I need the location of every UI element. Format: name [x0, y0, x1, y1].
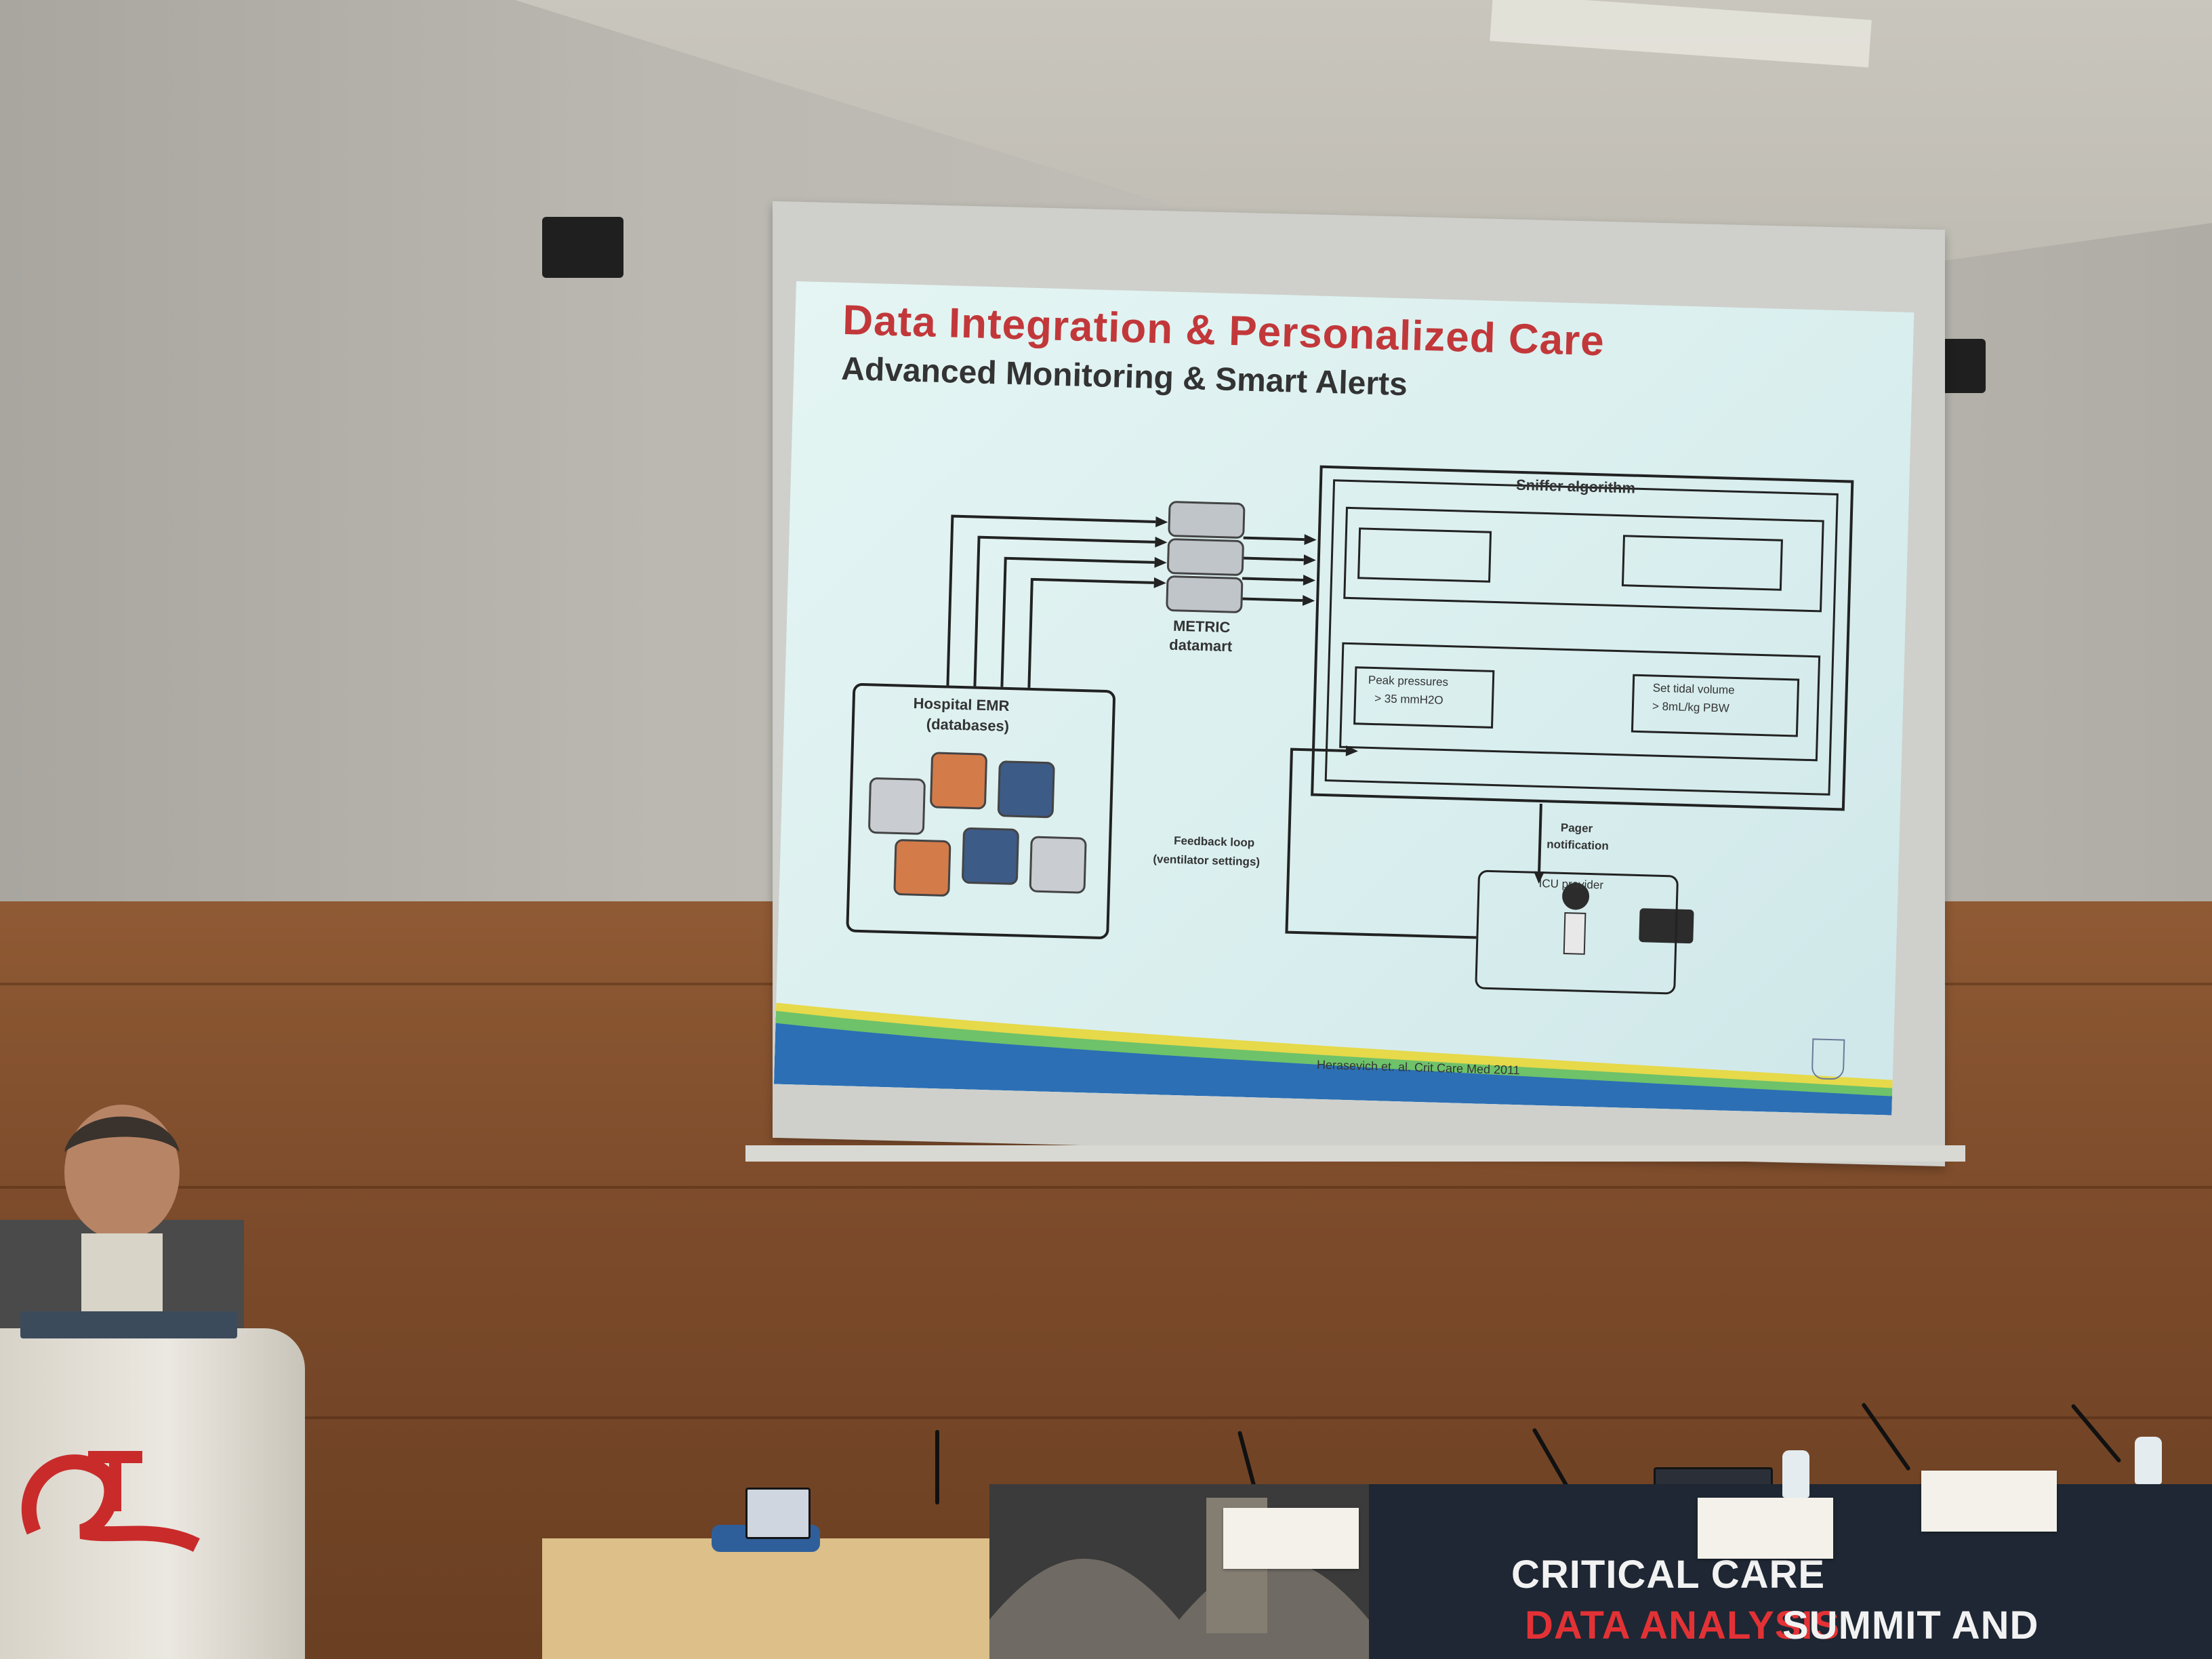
banner-title-line1: CRITICAL CARE	[1511, 1553, 1826, 1597]
podium-logo-icon	[21, 1451, 200, 1552]
icu-provider-label: ICU provider	[1538, 876, 1604, 892]
screen-bottom-bar	[745, 1145, 1965, 1162]
datamart-label-2: datamart	[1168, 636, 1233, 655]
emr-label-2: (databases)	[926, 715, 1010, 735]
speaker-person	[0, 1105, 244, 1342]
rule-box	[1621, 535, 1783, 591]
presentation-slide: Data Integration & Personalized Care Adv…	[773, 281, 1914, 1115]
water-bottle	[2135, 1437, 2162, 1484]
peak-pressure-line2: > 35 mmH2O	[1374, 692, 1443, 707]
peak-pressure-line1: Peak pressures	[1368, 673, 1449, 689]
pager-label-2: notification	[1546, 838, 1610, 853]
conference-table	[542, 1538, 989, 1659]
name-card	[1223, 1508, 1359, 1569]
podium	[0, 1328, 305, 1659]
wall-speaker-left	[542, 217, 623, 278]
pager-label-1: Pager	[1560, 821, 1593, 836]
wood-seam	[0, 1186, 2212, 1189]
tidal-volume-line1: Set tidal volume	[1652, 681, 1735, 697]
wood-seam	[0, 1416, 2212, 1419]
microphone	[935, 1430, 939, 1504]
rule-box	[1357, 527, 1492, 583]
feedback-label-1: Feedback loop	[1173, 834, 1255, 850]
slide-subtitle: Advanced Monitoring & Smart Alerts	[840, 350, 1408, 403]
diagram-connectors	[868, 501, 1694, 955]
university-shield-logo	[1811, 1038, 1845, 1080]
workflow-diagram: Sniffer algorithm Peak pressures > 35 mm…	[824, 418, 1869, 1002]
sniffer-label: Sniffer algorithm	[1515, 476, 1636, 497]
name-card	[1921, 1471, 2057, 1532]
water-bottle	[1782, 1450, 1809, 1498]
banner-title-line2-red: DATA ANALYSIS	[1525, 1603, 1841, 1647]
tidal-volume-line2: > 8mL/kg PBW	[1652, 699, 1730, 715]
laptop	[20, 1311, 237, 1338]
slide-footer-wave	[773, 1002, 1893, 1115]
datamart-label-1: METRIC	[1172, 617, 1231, 636]
emr-label-1: Hospital EMR	[913, 695, 1010, 715]
banner-title-line2-white: SUMMIT AND	[1782, 1603, 2039, 1647]
laptop-screen	[745, 1488, 811, 1539]
name-card	[1698, 1498, 1833, 1559]
